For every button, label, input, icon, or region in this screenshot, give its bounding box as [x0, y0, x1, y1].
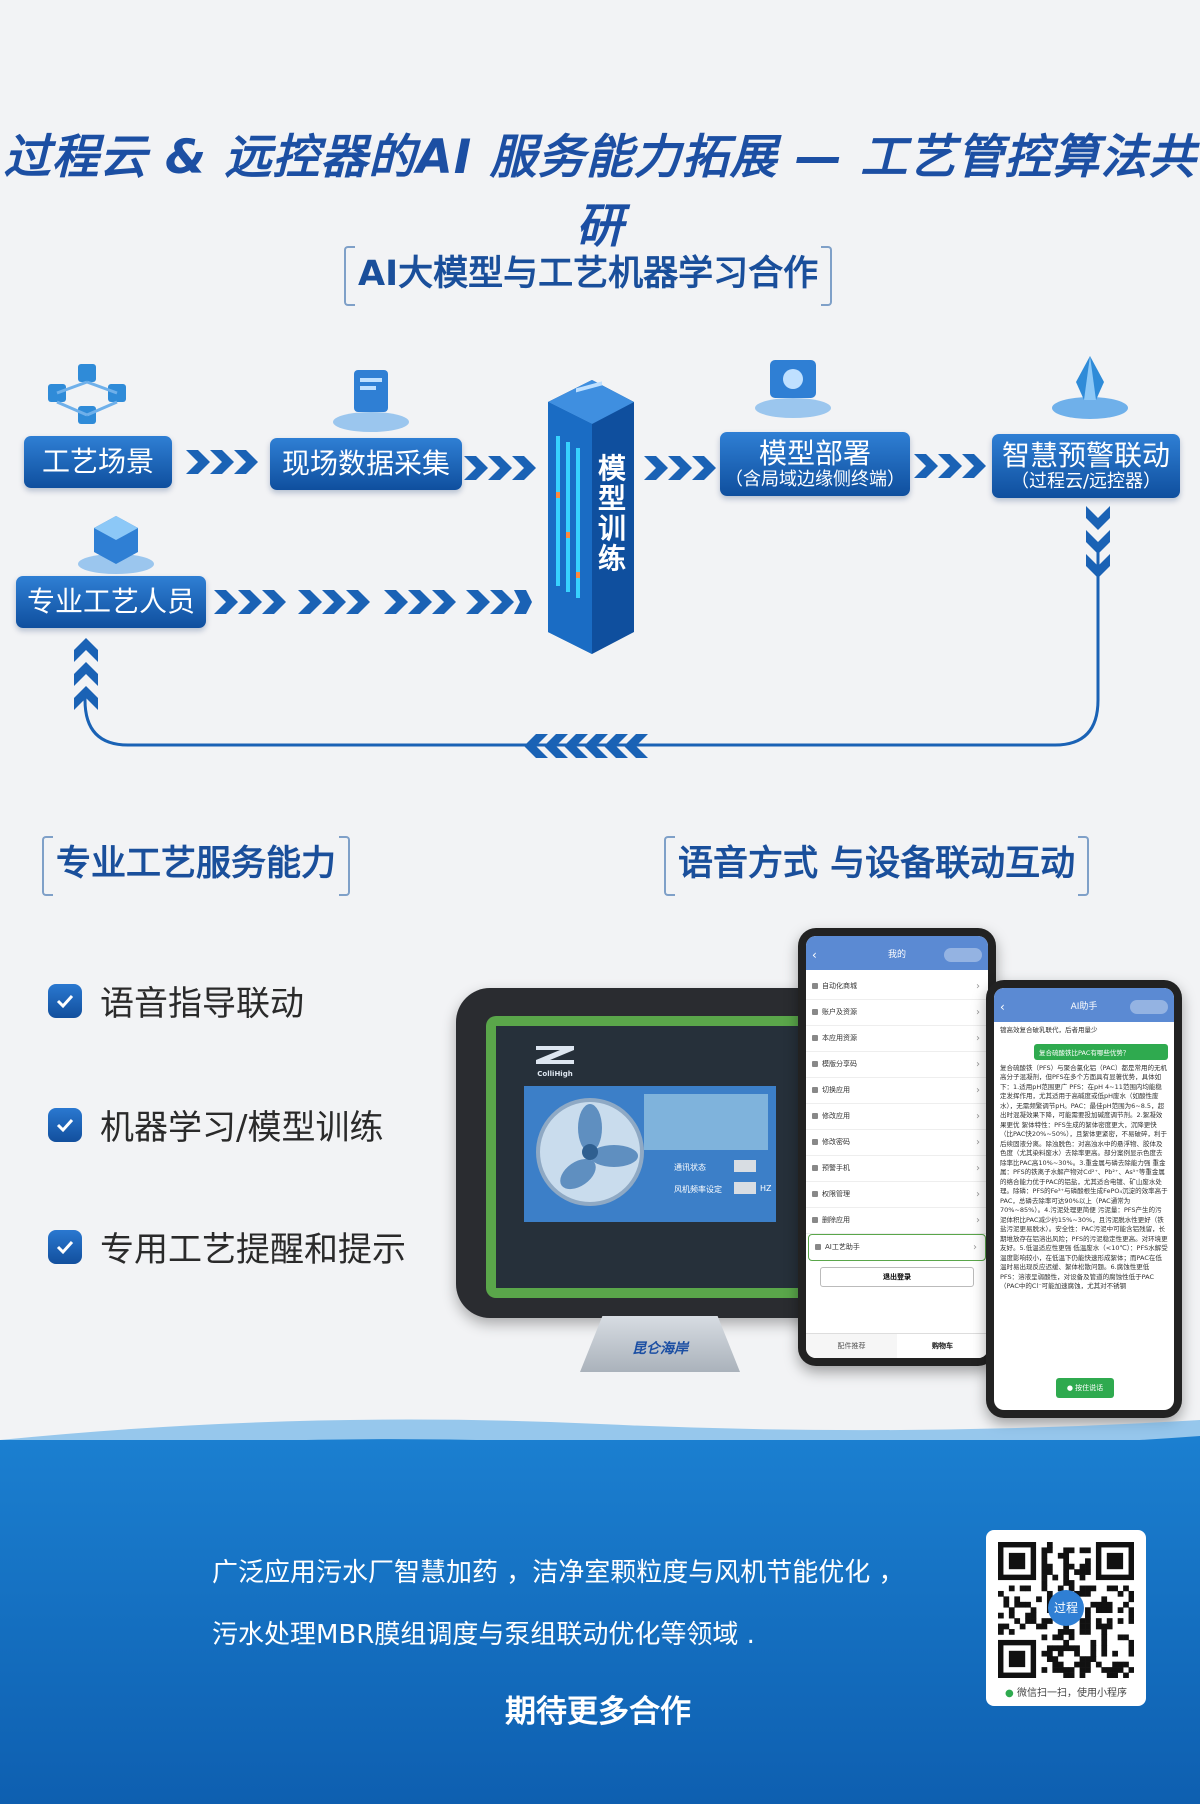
tab-parts[interactable]: 配件推荐 — [837, 1342, 866, 1350]
deploy-device-icon — [755, 360, 831, 418]
checkmark-icon — [48, 1107, 82, 1142]
menu-item-ai-assistant[interactable]: AI工艺助手 — [808, 1234, 986, 1261]
arrow-down-icon — [1086, 506, 1110, 578]
phone-header: ‹ 我的 — [806, 936, 988, 970]
arrow-left-icon — [524, 734, 648, 758]
arrow-right-icon — [214, 590, 532, 614]
monitor-stand: 昆仑海岸 — [580, 1316, 740, 1372]
microphone-icon: ● — [1066, 1384, 1076, 1392]
checkmark-icon — [48, 983, 82, 1018]
data-monitor-icon — [333, 370, 409, 432]
flow-node-expert: 专业工艺人员 — [16, 576, 206, 628]
tower-label: 模型训练 — [597, 452, 626, 575]
flow-node-process-scene: 工艺场景 — [24, 436, 172, 488]
alert-crystal-icon — [1052, 356, 1128, 419]
phone-ai-assistant: ‹ AI助手 镀高效复合破乳联代，后者用量少 复合硫酸铁比PAC有哪些优势？ 复… — [986, 980, 1182, 1418]
arrow-right-icon — [644, 456, 716, 480]
page-title: 过程云 & 远控器的AI 服务能力拓展 — 工艺管控算法共研 — [3, 130, 1197, 254]
brand-logo: ColliHigh — [530, 1044, 580, 1078]
qr-card: 过程 ● 微信扫一扫，使用小程序 — [986, 1530, 1146, 1706]
logout-button[interactable]: 退出登录 — [820, 1267, 974, 1287]
arrow-right-icon — [914, 454, 986, 478]
qr-caption: ● 微信扫一扫，使用小程序 — [1005, 1688, 1127, 1699]
section-title-voice: 语音方式 与设备联动互动 — [664, 836, 1090, 896]
hmi-process-view: 通讯状态 风机频率设定 HZ — [524, 1086, 776, 1222]
phone-my: ‹ 我的 自动化商城 账户及资源 本应用资源 模版分享码 切换应用 修改应用 修… — [798, 928, 996, 1366]
fan-freq-input[interactable] — [734, 1182, 756, 1194]
comm-status-indicator — [734, 1160, 756, 1172]
phone-screen: ‹ AI助手 镀高效复合破乳联代，后者用量少 复合硫酸铁比PAC有哪些优势？ 复… — [994, 988, 1174, 1410]
back-icon[interactable]: ‹ — [812, 948, 817, 962]
tab-bar: 配件推荐 购物车 — [806, 1333, 988, 1358]
feature-item: 语音指导联动 — [48, 976, 304, 1025]
menu-item[interactable]: 切换应用 — [806, 1078, 988, 1104]
hmi-monitor: ColliHigh 通讯状态 风机频率设定 HZ — [456, 988, 836, 1318]
fan-icon — [536, 1098, 644, 1206]
feature-item: 专用工艺提醒和提示 — [48, 1222, 406, 1271]
footer-cta: 期待更多合作 — [505, 1694, 691, 1730]
arrow-up-icon — [74, 638, 98, 710]
section-title-service: 专业工艺服务能力 — [42, 836, 351, 896]
feature-item: 机器学习/模型训练 — [48, 1100, 383, 1149]
qr-center-badge: 过程 — [1048, 1590, 1084, 1626]
arrow-right-icon — [186, 450, 258, 474]
model-training-tower: 模型训练 — [540, 372, 642, 656]
network-cubes-icon — [48, 364, 126, 424]
menu-item[interactable]: 账户及资源 — [806, 1000, 988, 1026]
phone-screen: ‹ 我的 自动化商城 账户及资源 本应用资源 模版分享码 切换应用 修改应用 修… — [806, 936, 988, 1358]
server-tower-icon — [548, 380, 634, 654]
menu-item[interactable]: 修改应用 — [806, 1104, 988, 1130]
hmi-duct — [644, 1094, 768, 1150]
footer-line-2: 污水处理MBR膜组调度与泵组联动优化等领域 . — [212, 1620, 755, 1650]
chat-message: 镀高效复合破乳联代，后者用量少 — [1000, 1026, 1098, 1034]
capsule-menu-icon[interactable] — [944, 948, 982, 962]
menu-item[interactable]: 预警手机 — [806, 1156, 988, 1182]
section-title-ai-model: AI大模型与工艺机器学习合作 — [344, 246, 833, 306]
phone-header: ‹ AI助手 — [994, 988, 1174, 1022]
arrow-right-icon — [464, 456, 536, 480]
tab-cart[interactable]: 购物车 — [897, 1334, 988, 1358]
qr-code-icon — [998, 1542, 1134, 1678]
menu-item[interactable]: 自动化商城 — [806, 974, 988, 1000]
ai-answer-bubble: 复合硫酸铁（PFS）与聚合氯化铝（PAC）都是常用的无机高分子混凝剂，但PFS在… — [1000, 1063, 1168, 1291]
flow-node-data-collection: 现场数据采集 — [270, 438, 462, 490]
expert-cube-icon — [78, 516, 154, 574]
hmi-bezel: ColliHigh 通讯状态 风机频率设定 HZ — [486, 1016, 816, 1298]
voice-button[interactable]: ● 按住说话 — [1056, 1378, 1114, 1398]
wechat-icon: ● — [1005, 1688, 1014, 1699]
flow-node-model-deploy: 模型部署 （含局域边缘侧终端） — [720, 432, 910, 496]
flow-node-alert-link: 智慧预警联动 （过程云/远控器） — [992, 434, 1180, 498]
menu-item[interactable]: 模版分享码 — [806, 1052, 988, 1078]
capsule-menu-icon[interactable] — [1130, 1000, 1168, 1014]
back-icon[interactable]: ‹ — [1000, 1000, 1005, 1014]
menu-item[interactable]: 修改密码 — [806, 1130, 988, 1156]
checkmark-icon — [48, 1229, 82, 1264]
menu-item[interactable]: 本应用资源 — [806, 1026, 988, 1052]
footer-line-1: 广泛应用污水厂智慧加药 ，洁净室颗粒度与风机节能优化 ， — [212, 1558, 905, 1588]
hmi-screen: ColliHigh 通讯状态 风机频率设定 HZ — [496, 1026, 806, 1288]
user-question-bubble: 复合硫酸铁比PAC有哪些优势？ — [1034, 1043, 1168, 1060]
menu-item[interactable]: 删除应用 — [806, 1208, 988, 1234]
menu-item[interactable]: 权限管理 — [806, 1182, 988, 1208]
